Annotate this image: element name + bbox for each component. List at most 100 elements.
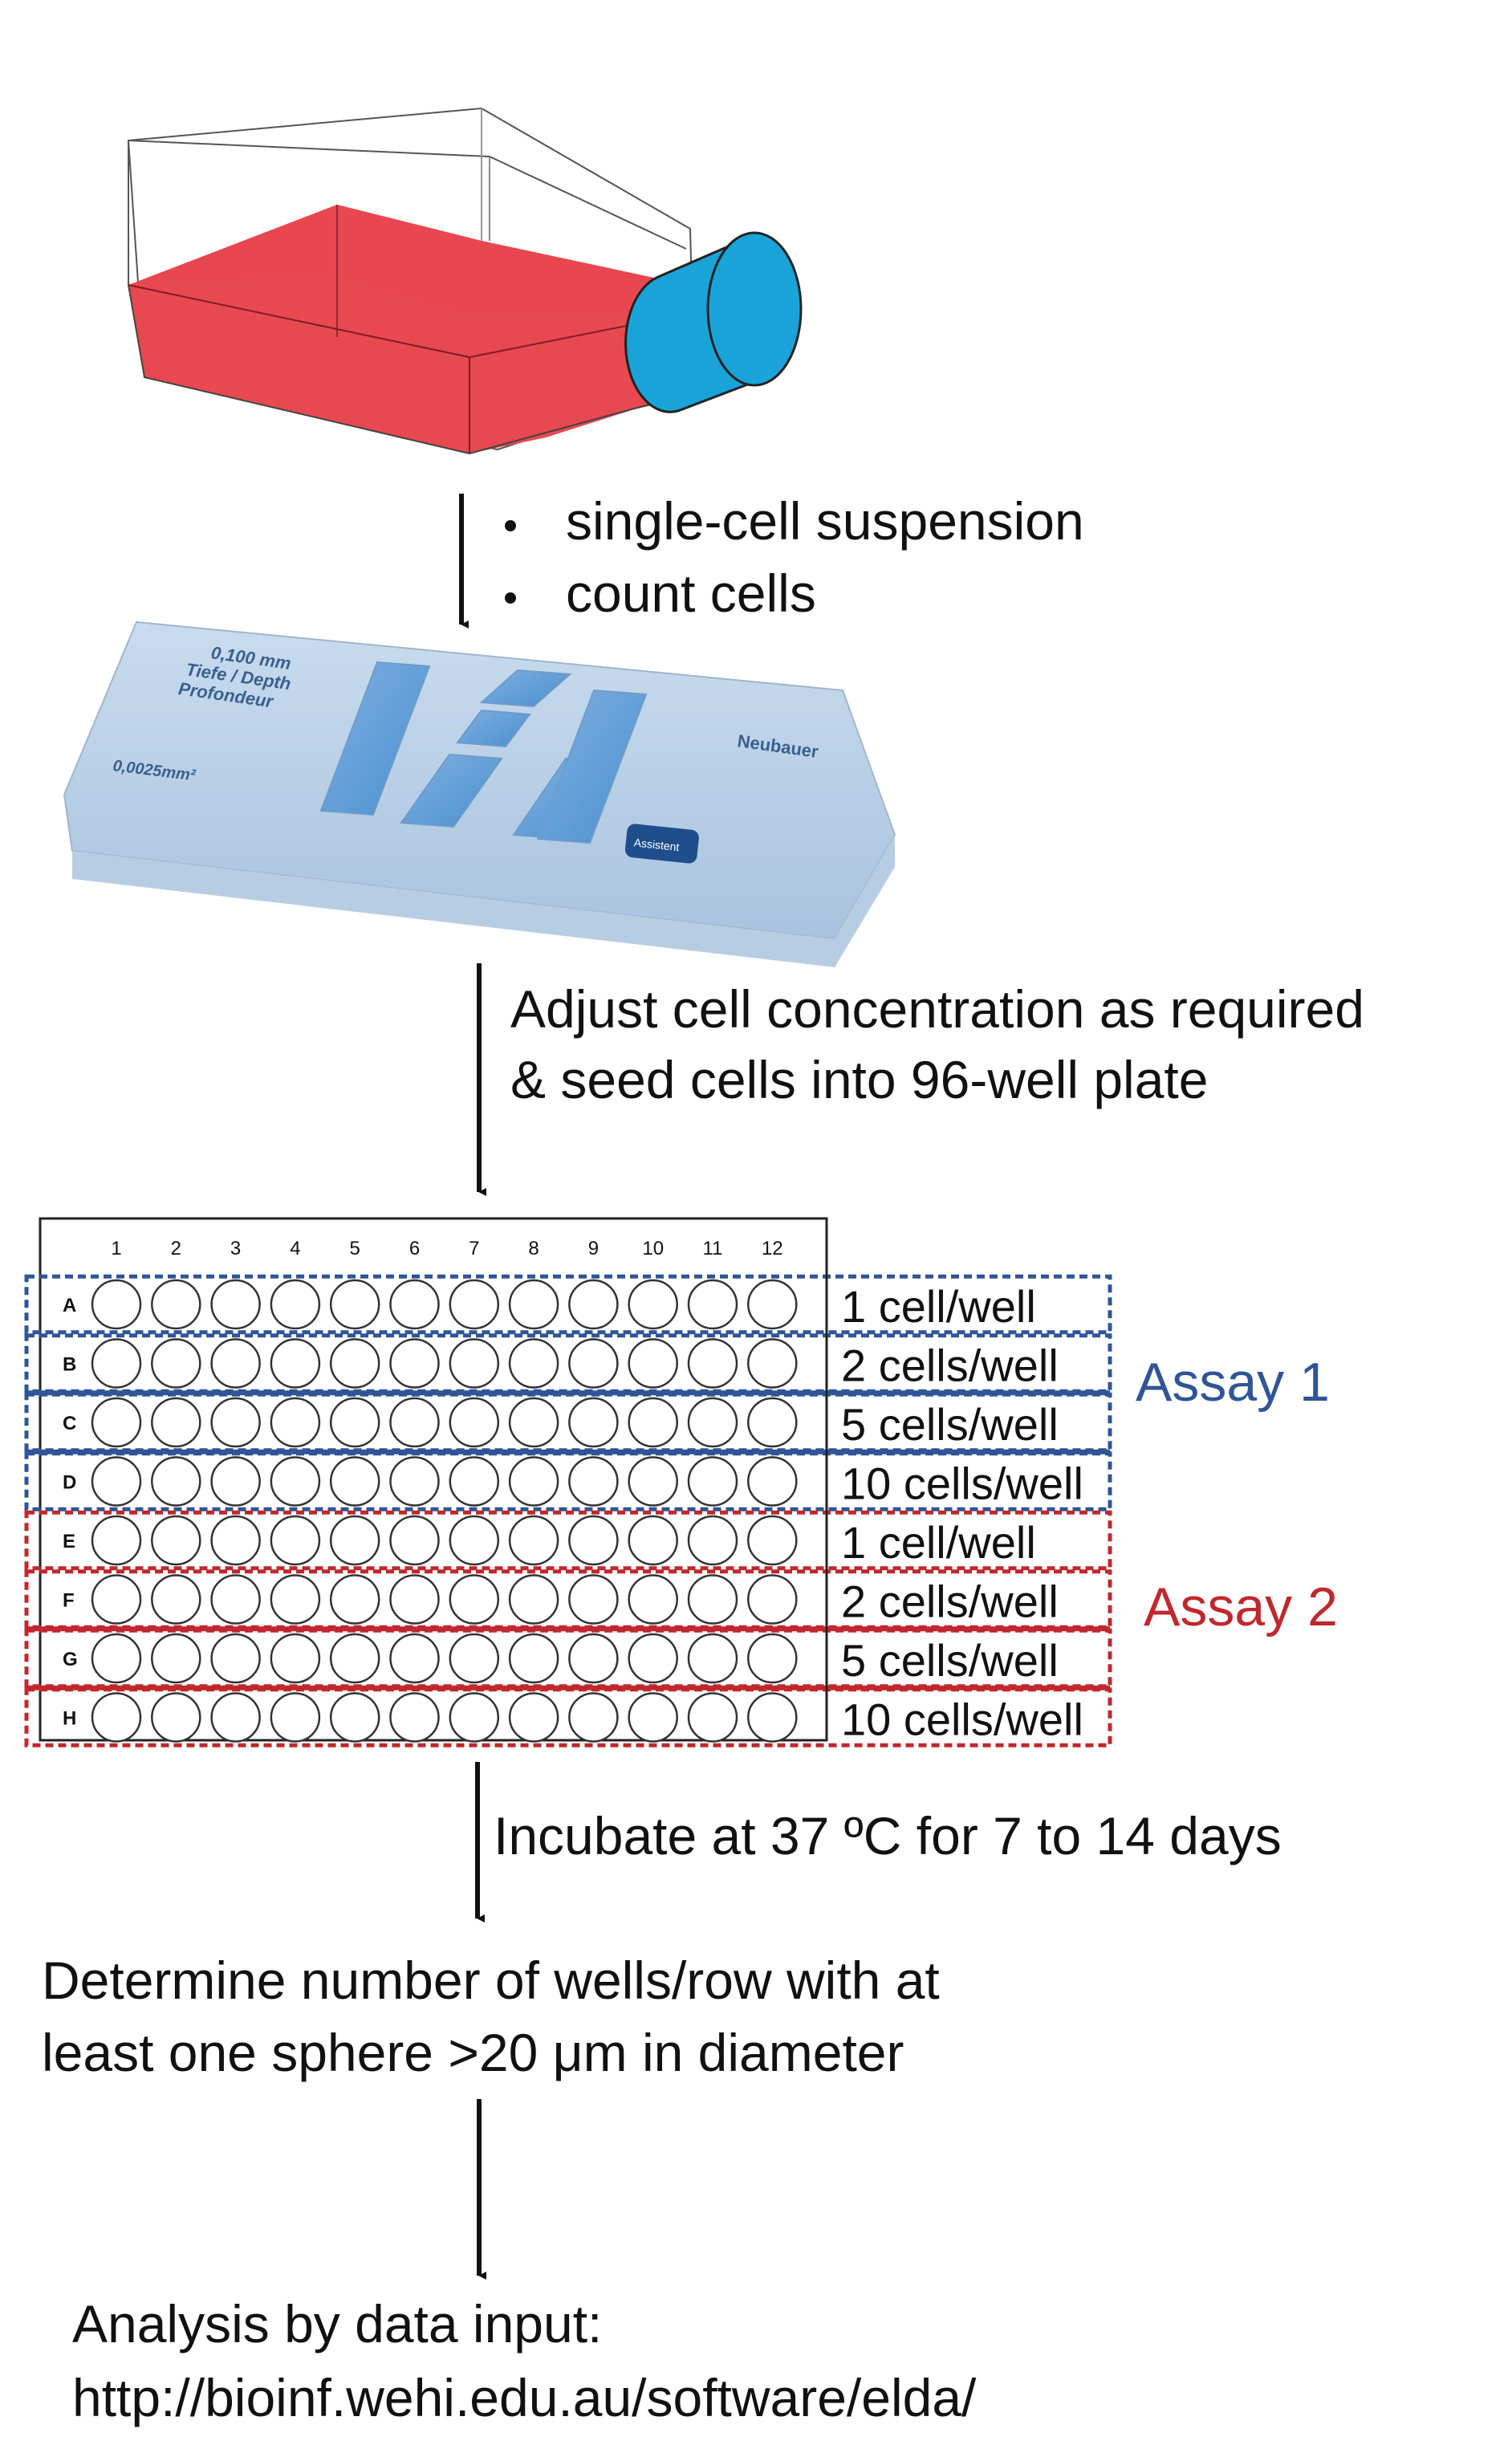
row-density-label: 2 cells/well bbox=[841, 1341, 1059, 1391]
well bbox=[747, 1515, 798, 1566]
well bbox=[210, 1397, 261, 1448]
row-density-label: 10 cells/well bbox=[841, 1458, 1083, 1509]
plate-column-label: 5 bbox=[350, 1238, 360, 1259]
well bbox=[270, 1515, 321, 1566]
well bbox=[449, 1397, 500, 1448]
step-5-line-1: Analysis by data input: bbox=[72, 2294, 602, 2354]
well bbox=[270, 1279, 321, 1330]
bullet-count-cells: count cells bbox=[566, 563, 816, 623]
well bbox=[270, 1692, 321, 1743]
bullet-dot bbox=[505, 520, 516, 531]
culture-flask-illustration bbox=[127, 107, 803, 454]
row-density-label: 1 cell/well bbox=[841, 1281, 1036, 1332]
well bbox=[91, 1397, 142, 1448]
well bbox=[329, 1692, 380, 1743]
well bbox=[628, 1574, 678, 1625]
row-density-label: 10 cells/well bbox=[841, 1694, 1083, 1745]
assay-row-bracket bbox=[24, 1569, 1112, 1629]
well bbox=[151, 1574, 201, 1625]
well bbox=[747, 1574, 798, 1625]
well bbox=[508, 1279, 559, 1330]
well bbox=[270, 1633, 321, 1684]
well bbox=[210, 1574, 261, 1625]
well bbox=[151, 1692, 201, 1743]
well bbox=[210, 1456, 261, 1507]
well bbox=[508, 1692, 559, 1743]
well bbox=[687, 1338, 738, 1389]
assay-1-label: Assay 1 bbox=[1136, 1352, 1330, 1413]
row-label: H bbox=[63, 1708, 76, 1730]
well bbox=[747, 1397, 798, 1448]
well bbox=[151, 1397, 201, 1448]
well bbox=[449, 1574, 500, 1625]
well bbox=[687, 1515, 738, 1566]
row-label: C bbox=[63, 1413, 76, 1434]
well bbox=[747, 1279, 798, 1330]
well bbox=[389, 1338, 440, 1389]
plate-column-label: 7 bbox=[469, 1238, 479, 1259]
logo-text: Assistent bbox=[633, 836, 680, 853]
well bbox=[508, 1456, 559, 1507]
well bbox=[568, 1456, 619, 1507]
well bbox=[449, 1633, 500, 1684]
well bbox=[91, 1692, 142, 1743]
well bbox=[508, 1574, 559, 1625]
assistent-logo: Assistent bbox=[624, 824, 699, 864]
plate-column-label: 6 bbox=[409, 1238, 420, 1259]
well bbox=[270, 1338, 321, 1389]
well bbox=[210, 1692, 261, 1743]
well bbox=[91, 1515, 142, 1566]
well bbox=[329, 1456, 380, 1507]
well bbox=[628, 1692, 678, 1743]
well bbox=[747, 1338, 798, 1389]
plate-column-label: 3 bbox=[230, 1238, 241, 1259]
well bbox=[151, 1633, 201, 1684]
row-label: F bbox=[63, 1590, 75, 1612]
row-label: D bbox=[63, 1472, 76, 1494]
counting-chamber bbox=[536, 689, 648, 844]
step-5-line-2: http://bioinf.wehi.edu.au/software/elda/ bbox=[72, 2368, 977, 2427]
well bbox=[270, 1456, 321, 1507]
well bbox=[329, 1397, 380, 1448]
well bbox=[747, 1692, 798, 1743]
well bbox=[449, 1456, 500, 1507]
well bbox=[747, 1633, 798, 1684]
flask-cap bbox=[624, 231, 803, 413]
step-1-bullets: single-cell suspension count cells bbox=[505, 491, 1084, 623]
well bbox=[389, 1456, 440, 1507]
well bbox=[91, 1338, 142, 1389]
well bbox=[508, 1633, 559, 1684]
well bbox=[568, 1338, 619, 1389]
counting-chamber bbox=[479, 669, 572, 708]
well bbox=[91, 1456, 142, 1507]
well bbox=[210, 1279, 261, 1330]
step-4-line-1: Determine number of wells/row with at bbox=[42, 1951, 940, 2010]
row-label: E bbox=[63, 1531, 75, 1552]
well bbox=[628, 1633, 678, 1684]
row-density-label: 5 cells/well bbox=[841, 1635, 1059, 1686]
well bbox=[210, 1633, 261, 1684]
step-2-line-1: Adjust cell concentration as required bbox=[510, 979, 1364, 1039]
plate-column-label: 9 bbox=[588, 1238, 599, 1259]
well bbox=[389, 1692, 440, 1743]
plate-column-label: 8 bbox=[528, 1238, 539, 1259]
well bbox=[91, 1574, 142, 1625]
well bbox=[389, 1574, 440, 1625]
plate-column-label: 11 bbox=[703, 1238, 723, 1259]
well bbox=[628, 1338, 678, 1389]
step-2-line-2: & seed cells into 96-well plate bbox=[510, 1050, 1208, 1109]
step-5-text: Analysis by data input: http://bioinf.we… bbox=[72, 2294, 977, 2427]
plate-row-f: F 2 cells/well bbox=[63, 1574, 1059, 1627]
well bbox=[329, 1338, 380, 1389]
well bbox=[151, 1338, 201, 1389]
well bbox=[687, 1397, 738, 1448]
well bbox=[329, 1574, 380, 1625]
well bbox=[449, 1279, 500, 1330]
well bbox=[568, 1692, 619, 1743]
counting-chamber bbox=[319, 661, 431, 816]
row-density-label: 2 cells/well bbox=[841, 1576, 1059, 1627]
